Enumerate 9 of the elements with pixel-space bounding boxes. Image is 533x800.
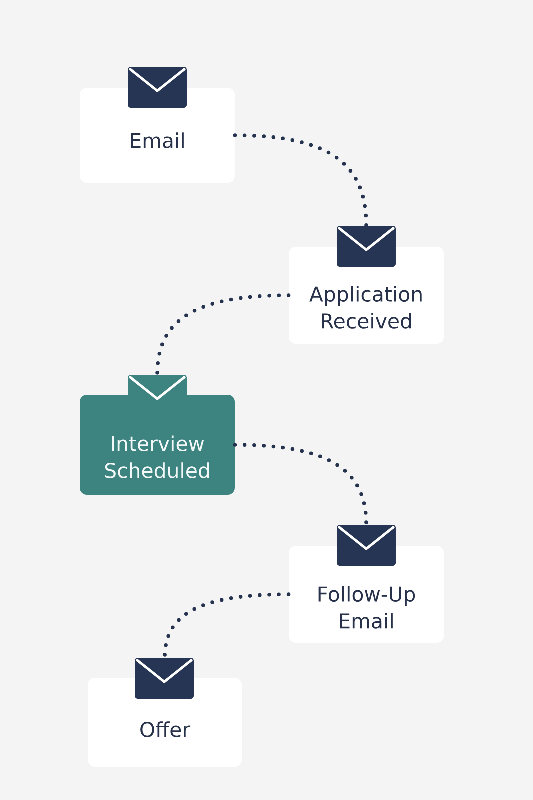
- dotted-connector: [233, 134, 368, 228]
- step-box: Offer: [88, 678, 242, 767]
- dotted-connector: [156, 294, 291, 377]
- step-box: Application Received: [289, 247, 444, 344]
- step-box: Follow-Up Email: [289, 546, 444, 643]
- step-box: Email: [80, 88, 235, 183]
- dotted-connector: [233, 443, 368, 527]
- step-box: Interview Scheduled: [80, 395, 235, 495]
- dotted-connector: [163, 592, 291, 660]
